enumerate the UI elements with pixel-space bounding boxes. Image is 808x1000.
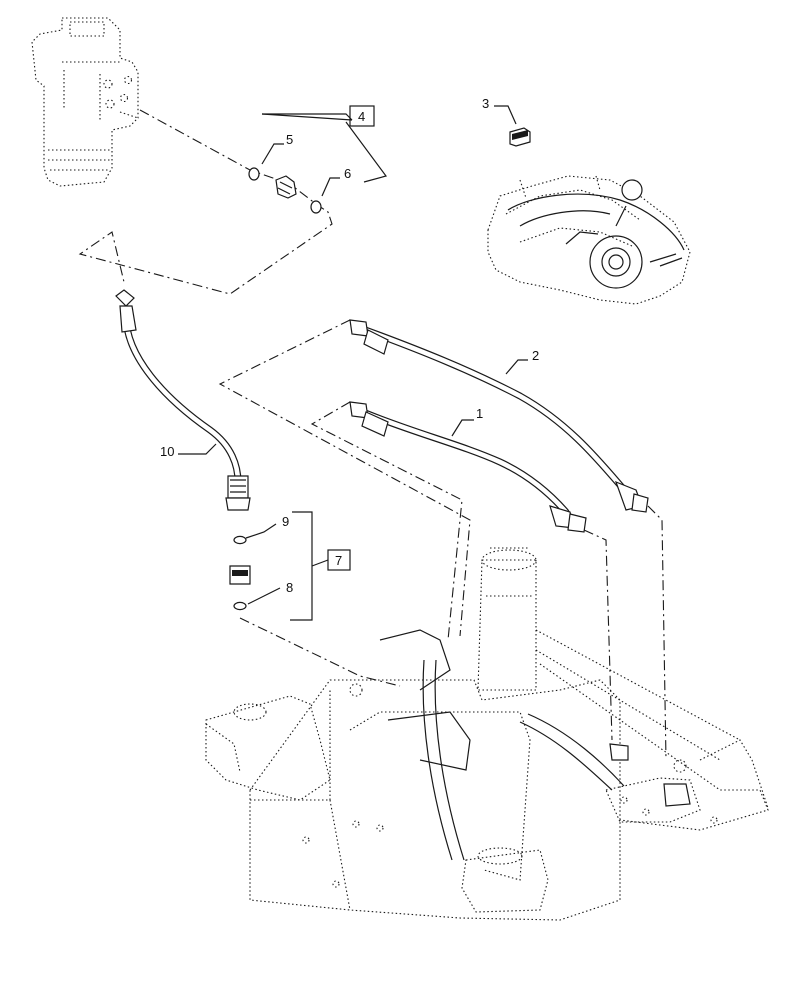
- leader-fitting-down: [239, 617, 401, 687]
- leader-hose2-right: [647, 505, 667, 761]
- callout-5: 5: [286, 132, 293, 147]
- leader-hose1-right: [583, 529, 613, 741]
- machine-frame: [205, 547, 769, 921]
- callout-box-4: 4: [349, 105, 375, 127]
- callout-7-link: [311, 559, 329, 567]
- callout-8: 8: [286, 580, 293, 595]
- callout-box-7: 7: [327, 549, 351, 571]
- kit-7-bracket: [290, 511, 313, 621]
- adapter-fitting-7: [229, 565, 251, 585]
- callout-1: 1: [476, 406, 483, 421]
- callout-leaders: [178, 105, 528, 605]
- callout-6: 6: [344, 166, 351, 181]
- cap-part-3: [509, 127, 531, 147]
- steering-valve-housing: [31, 17, 139, 187]
- callout-3: 3: [482, 96, 489, 111]
- callout-2: 2: [532, 348, 539, 363]
- leader-hose1-left: [310, 401, 463, 641]
- callout-7: 7: [335, 553, 342, 568]
- steering-console: [487, 175, 691, 305]
- o-ring-5: [248, 167, 260, 181]
- hose-1: [349, 401, 587, 533]
- o-ring-6: [310, 200, 322, 214]
- hose-10: [115, 289, 251, 511]
- o-ring-8: [233, 601, 247, 611]
- o-ring-9: [233, 535, 247, 545]
- callout-4: 4: [358, 109, 365, 124]
- leader-hose2-left: [218, 319, 471, 637]
- hose-2: [349, 319, 649, 513]
- leader-valve-to-fitting: [78, 109, 333, 295]
- kit-4-bracket: [261, 113, 388, 183]
- callout-9: 9: [282, 514, 289, 529]
- adapter-fitting: [275, 175, 297, 199]
- callout-10: 10: [160, 444, 174, 459]
